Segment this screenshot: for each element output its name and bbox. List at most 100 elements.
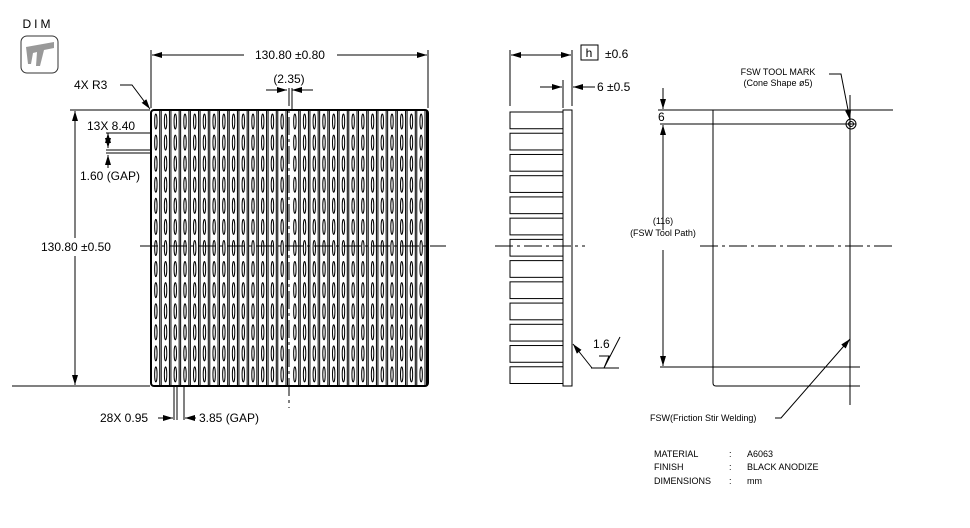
- center-gap-label: (2.35): [273, 72, 304, 86]
- fin-slot: [341, 113, 346, 130]
- fin-slot: [183, 113, 187, 130]
- fin-slot: [361, 134, 365, 151]
- fin-slot: [370, 176, 375, 193]
- fin-slot: [231, 282, 236, 299]
- fin-slot: [312, 239, 316, 257]
- fin-slot: [212, 366, 216, 383]
- fin-slot: [222, 218, 226, 235]
- front-view: 130.80 ±0.80 4X R3 (2.35) 13X 8.40 1.60 …: [12, 48, 446, 425]
- fin-slot: [183, 239, 187, 257]
- fin-slot: [222, 176, 226, 193]
- fin-slot: [370, 282, 375, 299]
- fin-slot: [154, 176, 158, 193]
- fin-slot: [400, 176, 404, 193]
- fin-slot: [231, 134, 236, 151]
- fin-slot: [390, 113, 394, 130]
- fin-slot: [302, 239, 307, 257]
- fin-slot: [419, 345, 423, 362]
- svg-text:A6063: A6063: [747, 449, 773, 459]
- fin-slot: [361, 197, 365, 214]
- fin-slot: [173, 197, 177, 214]
- fin-slot: [241, 176, 245, 193]
- fin-slot: [270, 239, 275, 257]
- fin-slot: [173, 303, 177, 320]
- fin-slot: [390, 345, 394, 362]
- fin-slot: [202, 345, 207, 362]
- tool-mark-inner: [848, 121, 854, 127]
- fin-slot: [341, 345, 346, 362]
- fin-slot: [280, 176, 284, 193]
- fin-slot: [361, 345, 365, 362]
- fin-slot: [193, 303, 197, 320]
- fin-slot: [202, 197, 207, 214]
- dim-tool-button[interactable]: DIM: [20, 17, 59, 74]
- side-fin: [509, 345, 564, 363]
- fin-slot: [351, 134, 355, 151]
- fin-slot: [154, 324, 158, 341]
- fin-slot: [302, 282, 307, 299]
- fin-slot: [293, 261, 297, 278]
- fin-slot: [270, 176, 275, 193]
- fin-slot: [183, 197, 187, 214]
- fin-slot: [380, 197, 384, 214]
- fin-slot: [293, 218, 297, 235]
- fin-slot: [370, 155, 375, 172]
- fin-slot: [183, 218, 187, 235]
- fin-slot: [231, 176, 236, 193]
- fin-slot: [351, 324, 355, 341]
- fin-slot: [280, 218, 284, 235]
- fin-thickness-label: 28X 0.95: [100, 411, 148, 425]
- fin-slot: [322, 303, 326, 320]
- fin-slot: [270, 345, 275, 362]
- fin-slot: [400, 324, 404, 341]
- side-fin: [509, 366, 564, 384]
- fin-slot: [280, 261, 284, 278]
- weld-note: FSW(Friction Stir Welding): [650, 413, 756, 423]
- fin-slot: [400, 303, 404, 320]
- fin-slot: [280, 303, 284, 320]
- fin-slot: [302, 113, 307, 130]
- fin-slot: [163, 366, 168, 383]
- fin-slot: [341, 218, 346, 235]
- height-symbol-box: [580, 44, 599, 61]
- fin-slot: [241, 134, 245, 151]
- fin-slot: [302, 324, 307, 341]
- fin-slot: [280, 345, 284, 362]
- fin-slot: [251, 113, 255, 130]
- fin-slot: [251, 176, 255, 193]
- fin-slot: [261, 197, 265, 214]
- fin-slot: [370, 113, 375, 130]
- fin-slot: [390, 303, 394, 320]
- svg-text:MATERIAL: MATERIAL: [654, 449, 698, 459]
- fin-slot: [251, 366, 255, 383]
- fin-slot: [270, 218, 275, 235]
- base-thickness-label: 6 ±0.5: [597, 80, 631, 94]
- fin-slot: [302, 261, 307, 278]
- fin-slot: [400, 261, 404, 278]
- fin-slot: [361, 176, 365, 193]
- fin-slot: [261, 366, 265, 383]
- fin-slot: [183, 324, 187, 341]
- fin-slot: [361, 282, 365, 299]
- fin-slot: [154, 345, 158, 362]
- fin-slot: [163, 218, 168, 235]
- fin-slot: [202, 155, 207, 172]
- fin-slot: [202, 113, 207, 130]
- fin-slot: [409, 155, 414, 172]
- base-plate: [562, 109, 573, 387]
- svg-text:BLACK ANODIZE: BLACK ANODIZE: [747, 462, 819, 472]
- fin-slot: [251, 134, 255, 151]
- fin-slot: [183, 261, 187, 278]
- fin-slot: [322, 176, 326, 193]
- fin-slot: [241, 155, 245, 172]
- fin-slot: [193, 134, 197, 151]
- fin-slot: [361, 366, 365, 383]
- fin-slot: [380, 303, 384, 320]
- fin-slot: [419, 176, 423, 193]
- fin-slot: [202, 366, 207, 383]
- fin-slot: [261, 261, 265, 278]
- fin-slot: [370, 303, 375, 320]
- fin-slot: [322, 345, 326, 362]
- fin-slot: [370, 345, 375, 362]
